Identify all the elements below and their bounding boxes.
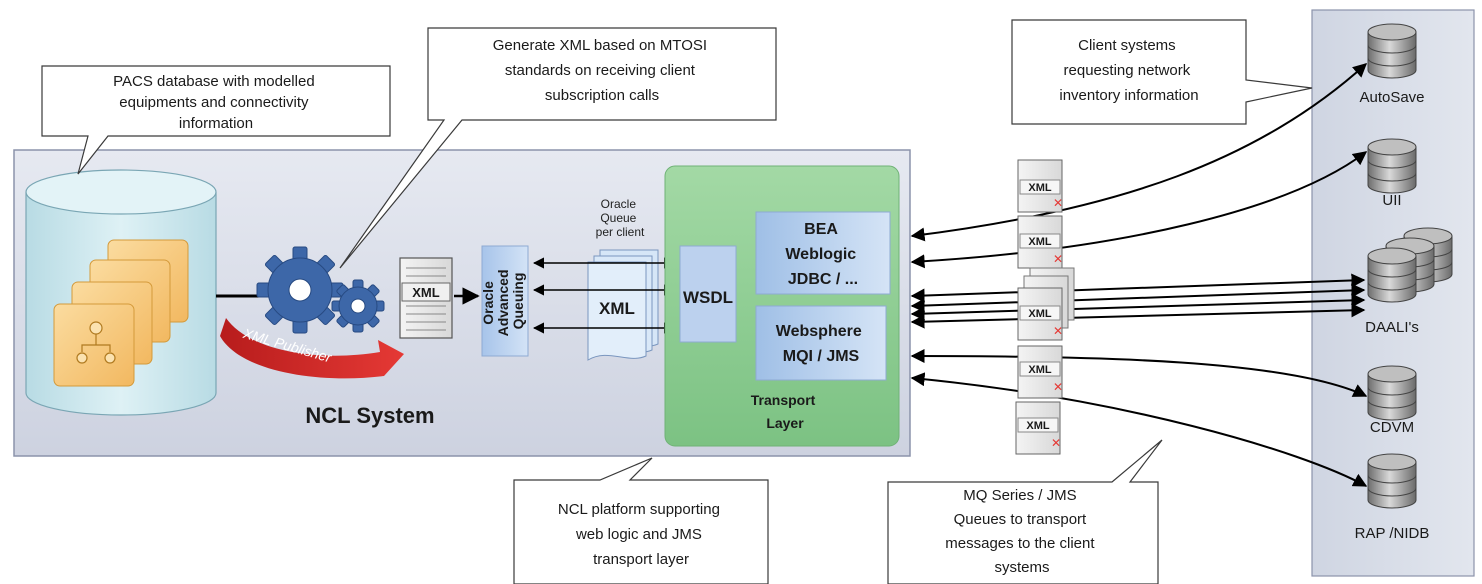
autosave-db-icon (1367, 23, 1417, 79)
callout-mtosi-line-1: Generate XML based on MTOSI (493, 37, 707, 54)
xml-message-icon: XML ✕ (1017, 345, 1063, 399)
svg-text:PACS database with modelled: PACS database with modelled equipments a… (113, 73, 319, 132)
xml-document-label: XML (412, 285, 440, 300)
oracle-aq-line-2: Advanced (495, 269, 511, 336)
xml-message-label: XML (1026, 420, 1050, 432)
client-label-daalis: DAALI's (1365, 319, 1419, 336)
cdvm-db-icon (1367, 365, 1417, 421)
queue-xml-label: XML (599, 299, 635, 318)
pacs-entity-cards (53, 239, 189, 387)
oracle-aq-line-3: Queuing (510, 273, 526, 330)
bea-line-1: BEA (804, 221, 838, 238)
rap-nidb-db-icon (1367, 453, 1417, 509)
queue-caption-line-3: per client (596, 225, 645, 239)
svg-text:Client systems requestin: Client systems requesting network invent… (1059, 37, 1198, 104)
xml-message-icon: XML ✕ (1015, 401, 1061, 455)
callout-mq-line-4: systems (994, 559, 1049, 576)
svg-text:Transport Layer: Transport Layer (751, 392, 819, 431)
client-connection-arrows (910, 63, 1368, 487)
client-label-autosave: AutoSave (1359, 89, 1424, 106)
callout-pacs: PACS database with modelled equipments a… (41, 65, 391, 175)
ncl-system-label: NCL System (305, 403, 434, 428)
svg-text:BEA Weblogic JDBC: BEA Weblogic JDBC / ... (785, 221, 860, 288)
wsdl-label: WSDL (683, 288, 733, 307)
xml-message-icon: XML ✕ (1017, 159, 1063, 213)
client-label-uii: UII (1382, 192, 1401, 209)
callout-clients-line-3: inventory information (1059, 87, 1198, 104)
svg-text:Generate XML based on MTOSI: Generate XML based on MTOSI standards on… (493, 37, 711, 104)
client-label-rap-nidb: RAP /NIDB (1355, 525, 1430, 542)
svg-text:Websphere MQI / JMS: Websphere MQI / JMS (776, 323, 866, 365)
websphere-mqi-box: Websphere MQI / JMS (755, 305, 887, 381)
callout-pacs-line-3: information (179, 115, 253, 132)
callout-platform-line-3: transport layer (593, 551, 689, 568)
websphere-line-1: Websphere (776, 323, 862, 340)
transport-line-2: Layer (766, 415, 804, 431)
bea-line-3: JDBC / ... (788, 271, 858, 288)
callout-clients-line-1: Client systems (1078, 37, 1176, 54)
callout-pacs-line-2: equipments and connectivity (119, 94, 309, 111)
xml-message-icons: XML ✕ XML ✕ XML ✕ XML ✕ (1015, 159, 1075, 455)
callout-mq-line-2: Queues to transport (954, 511, 1087, 528)
callout-mq-line-1: MQ Series / JMS (963, 487, 1076, 504)
wsdl-box: WSDL (679, 245, 737, 343)
websphere-line-2: MQI / JMS (783, 348, 860, 365)
callout-mtosi-line-2: standards on receiving client (505, 62, 696, 79)
client-label-cdvm: CDVM (1370, 419, 1414, 436)
callout-mtosi-line-3: subscription calls (545, 87, 659, 104)
queue-caption-line-1: Oracle (601, 197, 637, 211)
xml-message-label: XML (1028, 182, 1052, 194)
svg-text:✕: ✕ (1053, 324, 1063, 338)
xml-document-icon: XML (399, 257, 453, 339)
daalis-db-icons (1367, 227, 1453, 303)
callout-platform-line-2: web logic and JMS (575, 526, 702, 543)
svg-text:✕: ✕ (1053, 252, 1063, 266)
callout-mq: MQ Series / JMS Queues to transport mess… (887, 439, 1163, 584)
xml-message-stack: XML ✕ (1017, 267, 1075, 341)
callout-platform-line-1: NCL platform supporting (558, 501, 720, 518)
queue-documents-stack: XML (587, 249, 659, 361)
oracle-queue-caption: Oracle Queue per client (596, 197, 645, 239)
queue-caption-line-2: Queue (600, 211, 636, 225)
callout-mtosi: Generate XML based on MTOSI standards on… (339, 27, 777, 269)
xml-message-icon: XML ✕ (1017, 215, 1063, 269)
svg-text:NCL platform supporting: NCL platform supporting web logic and JM… (558, 501, 724, 568)
queue-arrows (532, 257, 676, 334)
svg-text:✕: ✕ (1053, 196, 1063, 210)
svg-text:✕: ✕ (1053, 380, 1063, 394)
callout-platform: NCL platform supporting web logic and JM… (513, 457, 769, 584)
client-db-icons (1367, 23, 1453, 509)
svg-text:✕: ✕ (1051, 436, 1061, 450)
oracle-aq-line-1: Oracle (480, 281, 496, 325)
callout-clients: Client systems requesting network invent… (1011, 19, 1313, 125)
svg-text:MQ Series / JMS Queues t: MQ Series / JMS Queues to transport mess… (945, 487, 1098, 576)
gears-icon (256, 246, 385, 334)
xml-message-label: XML (1028, 364, 1052, 376)
callout-pacs-line-1: PACS database with modelled (113, 73, 315, 90)
oracle-advanced-queuing-box: Oracle Advanced Queuing (480, 245, 529, 357)
bea-weblogic-box: BEA Weblogic JDBC / ... (755, 211, 891, 295)
callout-mq-line-3: messages to the client (945, 535, 1095, 552)
svg-text:Oracle Advanced Qu: Oracle Advanced Queuing (480, 266, 526, 337)
uii-db-icon (1367, 138, 1417, 194)
bea-line-2: Weblogic (785, 246, 856, 263)
transport-line-1: Transport (751, 392, 816, 408)
xml-message-label: XML (1028, 236, 1052, 248)
xml-message-label: XML (1028, 308, 1052, 320)
callout-clients-line-2: requesting network (1064, 62, 1191, 79)
